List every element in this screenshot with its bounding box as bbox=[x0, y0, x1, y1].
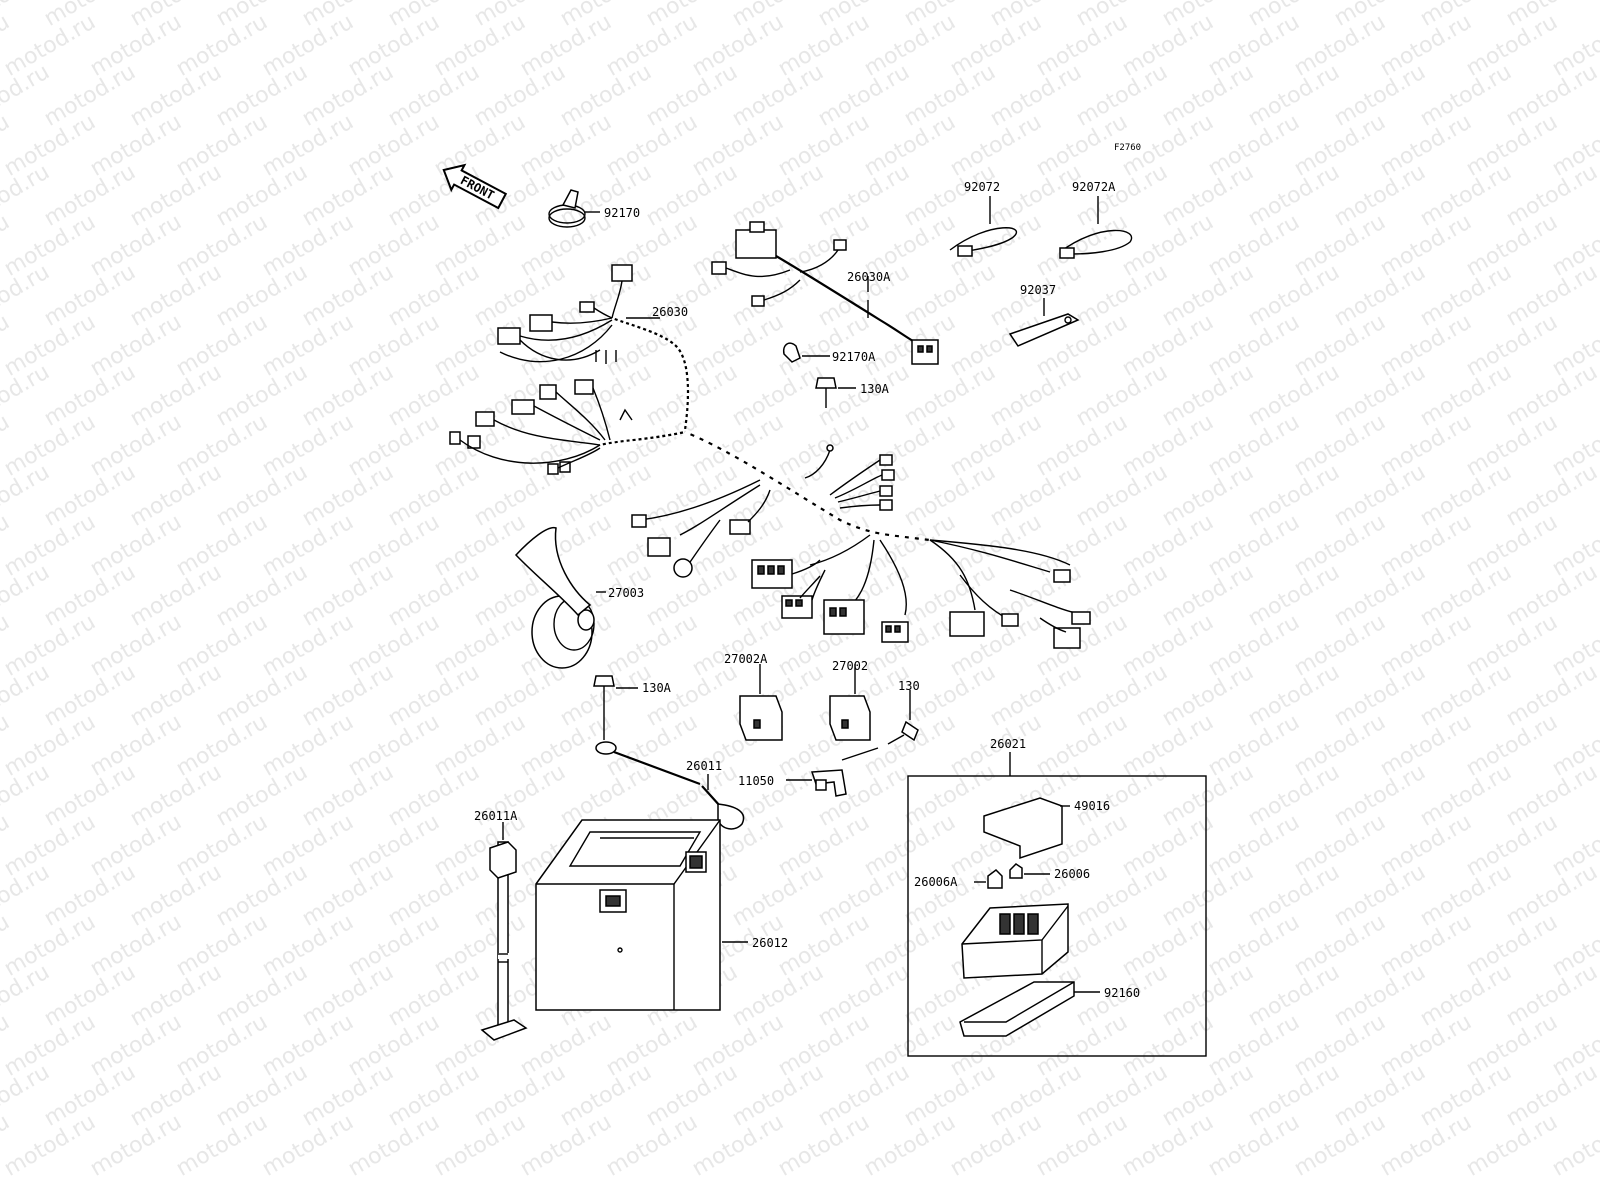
horn-27003-drawing bbox=[514, 526, 606, 669]
part-label: 49016 bbox=[1074, 799, 1110, 813]
part-label: 92072 bbox=[964, 180, 1000, 194]
part-label: 26030A bbox=[847, 270, 891, 284]
part-label: 130 bbox=[898, 679, 920, 693]
leader-lines bbox=[626, 300, 869, 319]
main-harness-26030-drawing bbox=[449, 264, 1091, 649]
fuse-26006a-drawing bbox=[974, 869, 1003, 889]
sub-harness-26030a-drawing bbox=[711, 221, 939, 365]
bolt-130-drawing bbox=[887, 690, 919, 745]
fuse-box-cover-49016-drawing bbox=[983, 797, 1070, 860]
part-label: 26011A bbox=[474, 809, 518, 823]
tie-92072a-drawing bbox=[1059, 196, 1133, 259]
bolt-130a-top-drawing bbox=[815, 377, 856, 408]
part-label: 130A bbox=[642, 681, 672, 695]
part-label: 130A bbox=[860, 382, 890, 396]
fuse-box-cover-92160-drawing bbox=[959, 981, 1100, 1037]
part-labels: 92170 26030A 92072 92072A 92037 26030 92… bbox=[474, 180, 1140, 1000]
relay-27002-drawing bbox=[829, 664, 871, 741]
part-label: 26012 bbox=[752, 936, 788, 950]
part-label: 92072A bbox=[1072, 180, 1116, 194]
fuse-26006-drawing bbox=[1009, 863, 1050, 879]
relay-27002a-drawing bbox=[739, 664, 783, 741]
clamp-92170a-drawing bbox=[782, 342, 830, 363]
part-label: 26021 bbox=[990, 737, 1026, 751]
fuse-box-body-drawing bbox=[961, 903, 1069, 979]
front-arrow-label: FRONT bbox=[458, 173, 496, 202]
part-label: 26011 bbox=[686, 759, 722, 773]
part-label: 26030 bbox=[652, 305, 688, 319]
fuse-box-26021-frame bbox=[907, 752, 1207, 1057]
part-label: 92160 bbox=[1104, 986, 1140, 1000]
clamp-92170-drawing bbox=[548, 189, 600, 228]
part-label: 92170 bbox=[604, 206, 640, 220]
battery-26012-drawing bbox=[535, 819, 748, 1011]
part-label: 26006A bbox=[914, 875, 958, 889]
front-arrow-icon: FRONT bbox=[442, 163, 508, 210]
part-label: 27002 bbox=[832, 659, 868, 673]
strap-26011a-drawing bbox=[480, 822, 528, 1041]
figure-code: F2760 bbox=[1114, 143, 1141, 153]
part-label: 92037 bbox=[1020, 283, 1056, 297]
part-label: 27002A bbox=[724, 652, 768, 666]
part-label: 11050 bbox=[738, 774, 774, 788]
ground-cable-26011-drawing bbox=[595, 741, 745, 830]
part-label: 26006 bbox=[1054, 867, 1090, 881]
part-label: 92170A bbox=[832, 350, 876, 364]
bracket-11050-drawing bbox=[786, 747, 879, 797]
strap-92037-drawing bbox=[1008, 298, 1080, 347]
bolt-130a-bottom-drawing bbox=[593, 675, 638, 740]
part-label: 27003 bbox=[608, 586, 644, 600]
tie-92072-drawing bbox=[949, 196, 1018, 257]
